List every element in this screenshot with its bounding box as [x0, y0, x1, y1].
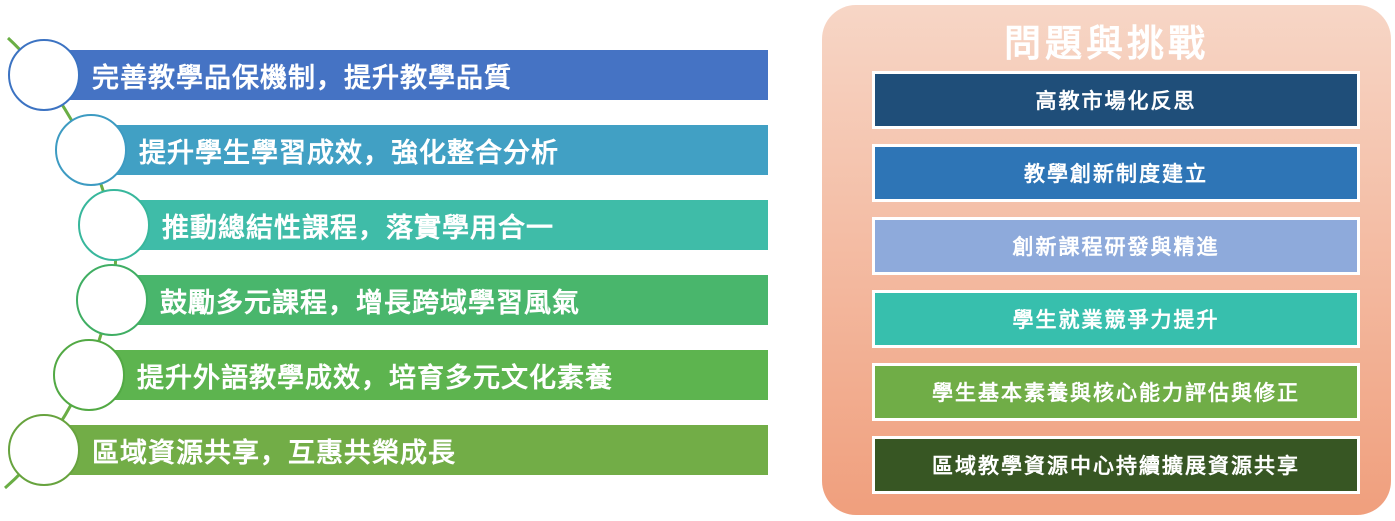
goal-circle-2	[55, 114, 127, 186]
goal-bar-6: 區域資源共享，互惠共榮成長	[40, 425, 768, 475]
goal-label-5: 提升外語教學成效，培育多元文化素養	[137, 362, 613, 394]
goal-label-3: 推動總結性課程，落實學用合一	[162, 212, 554, 244]
challenge-item-4: 學生就業競爭力提升	[872, 290, 1360, 348]
goal-label-2: 提升學生學習成效，強化整合分析	[139, 137, 559, 169]
goal-circle-3	[78, 189, 150, 261]
challenge-item-3: 創新課程研發與精進	[872, 217, 1360, 275]
goal-circle-4	[76, 264, 148, 336]
challenge-item-5: 學生基本素養與核心能力評估與修正	[872, 363, 1360, 421]
challenge-item-2: 教學創新制度建立	[872, 144, 1360, 202]
goal-circle-5	[53, 339, 125, 411]
challenge-item-1: 高教市場化反思	[872, 71, 1360, 129]
panel-title: 問題與挑戰	[1004, 22, 1209, 65]
goal-bar-3: 推動總結性課程，落實學用合一	[110, 200, 768, 250]
challenges-panel: 問題與挑戰 高教市場化反思 教學創新制度建立 創新課程研發與精進 學生就業競爭力…	[822, 5, 1391, 515]
goal-label-4: 鼓勵多元課程，增長跨域學習風氣	[160, 287, 580, 319]
goal-label-1: 完善教學品保機制，提升教學品質	[92, 62, 512, 94]
goals-diagram: 完善教學品保機制，提升教學品質 提升學生學習成效，強化整合分析 推動總結性課程，…	[4, 36, 768, 490]
goal-bar-4: 鼓勵多元課程，增長跨域學習風氣	[108, 275, 768, 325]
goal-circle-6	[8, 414, 80, 486]
goal-bar-5: 提升外語教學成效，培育多元文化素養	[85, 350, 768, 400]
goal-bar-1: 完善教學品保機制，提升教學品質	[40, 50, 768, 100]
goal-circle-1	[8, 39, 80, 111]
challenge-item-6: 區域教學資源中心持續擴展資源共享	[872, 436, 1360, 494]
goal-bar-2: 提升學生學習成效，強化整合分析	[87, 125, 768, 175]
goal-label-6: 區域資源共享，互惠共榮成長	[92, 437, 456, 469]
